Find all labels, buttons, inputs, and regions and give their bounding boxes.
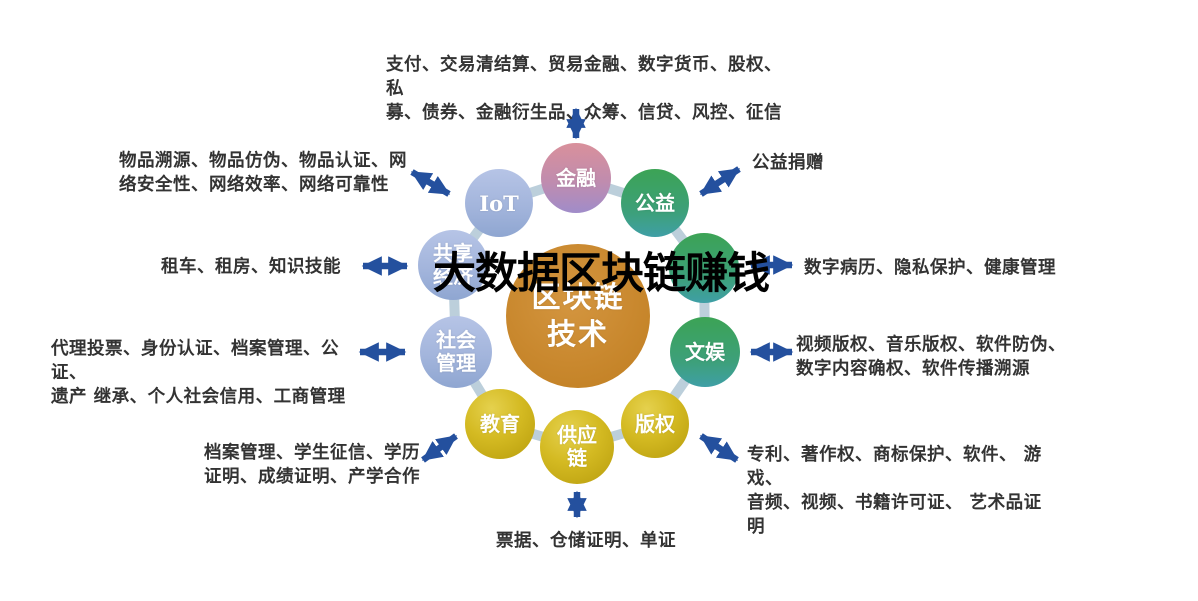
label-copyright-apps: 专利、著作权、商标保护、软件、 游戏、 音频、视频、书籍许可证、 艺术品证明 <box>747 445 1042 537</box>
node-copyright-label: 版权 <box>635 411 675 436</box>
node-entertainment-label: 文娱 <box>685 339 725 364</box>
label-iot-apps: 物品溯源、物品仿伪、物品认证、网 络安全性、网络效率、网络可靠性 <box>119 151 407 195</box>
node-education-label: 教育 <box>480 411 520 436</box>
node-entertainment: 文娱 <box>670 317 740 387</box>
node-supply-chain-label: 供应 链 <box>557 423 597 470</box>
node-social-label: 社会 管理 <box>436 328 476 375</box>
node-iot-label: IoT <box>479 190 519 216</box>
node-copyright: 版权 <box>621 390 689 458</box>
node-blockchain-center: 区块链 技术 <box>506 244 650 388</box>
node-charity: 公益 <box>621 169 689 237</box>
label-supply-apps: 票据、仓储证明、单证 <box>496 531 676 551</box>
node-blockchain-center-label: 区块链 技术 <box>531 280 625 351</box>
arrow-copyright <box>699 433 739 463</box>
node-medical <box>669 233 739 303</box>
label-medical-apps: 数字病历、隐私保护、健康管理 <box>804 258 1056 278</box>
label-education-apps: 档案管理、学生征信、学历 证明、成绩证明、产学合作 <box>204 443 420 487</box>
node-supply-chain: 供应 链 <box>540 410 614 484</box>
node-sharing: 共享 经济 <box>418 230 488 300</box>
label-social-apps: 代理投票、身份认证、档案管理、公证、 遗产 继承、个人社会信用、工商管理 <box>51 339 346 407</box>
node-sharing-label: 共享 经济 <box>433 241 473 288</box>
label-finance-apps: 支付、交易清结算、贸易金融、数字货币、股权、私 募、债券、金融衍生品、众筹、信贷… <box>386 55 782 123</box>
overlay-title: 大数据区块链赚钱 <box>433 249 770 299</box>
arrow-education <box>421 433 458 463</box>
node-iot: IoT <box>465 169 533 237</box>
node-finance: 金融 <box>541 143 611 213</box>
arrow-iot <box>410 169 451 197</box>
node-social: 社会 管理 <box>420 316 492 388</box>
node-finance-label: 金融 <box>556 165 596 190</box>
node-charity-label: 公益 <box>635 190 675 215</box>
node-education: 教育 <box>465 389 535 459</box>
label-entertainment-apps: 视频版权、音乐版权、软件防伪、 数字内容确权、软件传播溯源 <box>796 335 1066 379</box>
label-sharing-apps: 租车、租房、知识技能 <box>161 257 341 277</box>
arrow-charity <box>699 166 741 197</box>
label-charity-apps: 公益捐赠 <box>752 153 824 173</box>
